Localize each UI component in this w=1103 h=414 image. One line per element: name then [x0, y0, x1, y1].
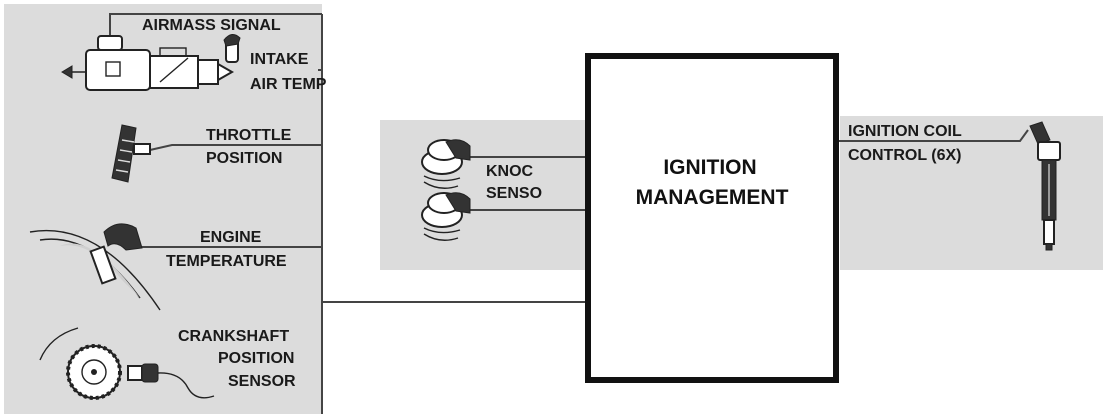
crankshaft-position-label-1: CRANKSHAFT	[178, 328, 289, 345]
knock-sensor-panel	[380, 120, 585, 270]
airmass-signal-label: AIRMASS SIGNAL	[142, 17, 281, 34]
module-title-line-1: IGNITION	[663, 156, 756, 179]
intake-air-temp-label-2: AIR TEMP	[250, 76, 327, 93]
throttle-position-label-1: THROTTLE	[206, 127, 292, 144]
engine-temperature-sensor-icon	[29, 223, 161, 311]
crankshaft-position-label-2: POSITION	[218, 350, 294, 367]
ignition-coil-label-1: IGNITION COIL	[848, 123, 962, 140]
throttle-position-wire	[149, 144, 322, 151]
ignition-coil-label-2: CONTROL (6X)	[848, 147, 961, 164]
ignition-coil-wire	[836, 129, 1029, 142]
ignition-coil-icon	[1029, 121, 1061, 251]
intake-air-temp-label-1: INTAKE	[250, 51, 309, 68]
knock-sensor-icon-1	[421, 139, 471, 189]
module-title-line-2: MANAGEMENT	[636, 186, 789, 209]
throttle-pedal-icon	[111, 124, 151, 183]
engine-temperature-label-2: TEMPERATURE	[166, 253, 287, 270]
throttle-position-label-2: POSITION	[206, 150, 282, 167]
airmass-signal-wire	[109, 13, 322, 38]
knock-sensor-label-2: SENSO	[486, 185, 542, 202]
crankshaft-sensor-icon	[39, 327, 215, 400]
airmass-sensor-icon	[61, 34, 241, 91]
knock-sensor-label-1: KNOC	[486, 163, 534, 180]
crankshaft-position-label-3: SENSOR	[228, 373, 296, 390]
ignition-management-box	[585, 53, 839, 383]
knock-sensor-icon-2	[421, 192, 471, 241]
engine-temperature-label-1: ENGINE	[200, 229, 262, 246]
